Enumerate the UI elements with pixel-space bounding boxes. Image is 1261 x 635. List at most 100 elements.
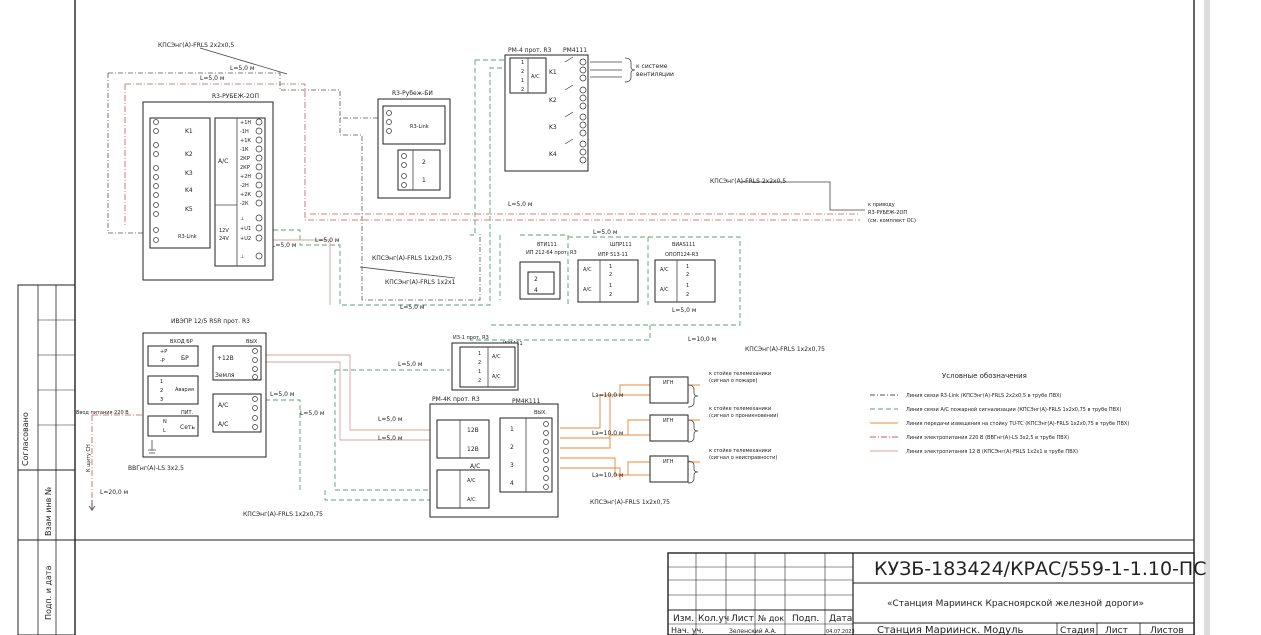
svg-text:1: 1 xyxy=(686,264,689,270)
rm4-ac: А/С xyxy=(531,74,540,80)
svg-text:2: 2 xyxy=(686,272,689,278)
len-2: L=5,0 м xyxy=(200,75,224,82)
rubezh-2op-relay-4: K4 xyxy=(185,187,193,194)
rubezh-2op-power: 12V xyxy=(219,228,229,234)
tb-kol: Кол.уч xyxy=(698,614,729,624)
rm4-term-2: 2 xyxy=(521,69,524,75)
ign-2-title: ИГН xyxy=(663,418,674,424)
cable-label-8: КПСЭнг(А)-FRLS 1х2х0,75 xyxy=(590,499,670,506)
len-15: L=20,0 м xyxy=(100,489,128,496)
ivepr-n: N xyxy=(163,419,167,425)
len-9: L=10,0 м xyxy=(688,336,716,343)
ip212-code: ВТИ111 xyxy=(537,242,557,248)
iz1-ac-2: А/С xyxy=(492,374,501,380)
rm4-term-3: 1 xyxy=(521,78,524,84)
svg-text:+U2: +U2 xyxy=(240,236,251,242)
tb-listov: Листов xyxy=(1150,626,1184,635)
svg-text:2: 2 xyxy=(478,378,481,384)
len-7: L=5,0 м xyxy=(593,229,617,236)
tb-date: 04.07.2023 xyxy=(826,629,855,635)
rm4-term-1: 1 xyxy=(521,60,524,66)
svg-text:1: 1 xyxy=(609,264,612,270)
svg-text:-2Н: -2Н xyxy=(240,183,249,189)
svg-text:2: 2 xyxy=(609,272,612,278)
cable-label-6: ВВГнг(А)-LS 3х2,5 xyxy=(128,465,184,472)
svg-text:2: 2 xyxy=(478,360,481,366)
rubezh-2op-relay-3: K3 xyxy=(185,170,193,177)
svg-text:⊥: ⊥ xyxy=(240,216,244,222)
rubezh-2op-relay-2: K2 xyxy=(185,151,193,158)
ivepr-alarm: Авария xyxy=(175,387,194,393)
rm4k-code: РМ4К111 xyxy=(512,398,541,405)
legend-item-3: Линия передачи извещения на стойку ТU-TC… xyxy=(906,420,1129,427)
opop-ac-1: А/С xyxy=(660,267,669,273)
target-tm-fault-1: к стойке телемеханики xyxy=(709,447,771,454)
cable-runs xyxy=(91,59,865,510)
len-1: L=5,0 м xyxy=(230,65,254,72)
tb-list: Лист xyxy=(731,614,754,624)
svg-text:+1К: +1К xyxy=(240,138,251,144)
rm4k-out-3: 3 xyxy=(510,462,514,469)
rubezh-2op-title: R3-РУБЕЖ-2ОП xyxy=(212,93,259,100)
device-iz1: ИЗ-1 прот. R3 ИЗ1111 12 12 А/С А/С xyxy=(451,335,523,391)
bi-n2: 2 xyxy=(422,159,426,166)
len-16: Lэ=10,0 м xyxy=(592,392,623,399)
opop-code: ВИАS111 xyxy=(672,242,695,248)
len-10: L=5,0 м xyxy=(398,361,422,368)
svg-text:+2К: +2К xyxy=(240,192,251,198)
target-tm-fault-2: (сигнал о неисправности) xyxy=(709,455,777,461)
bi-terminals xyxy=(386,110,407,188)
legend-item-1: Линия связи R3-Link (КПСЭнг(А)-FRLS 2х2х… xyxy=(906,393,1062,399)
cable-label-7: КПСЭнг(А)-FRLS 1х2х0,75 xyxy=(243,511,323,518)
rm4k-ac-1: А/С xyxy=(467,478,476,484)
svg-text:+1Н: +1Н xyxy=(240,120,251,126)
tb-person: Зеленский А.А. xyxy=(729,628,777,635)
rubezh-2op-terminal-labels: +1Н -1Н +1К -1К 2КР 2КР +2Н -2Н +2К -2К … xyxy=(240,120,251,260)
ivepr-title: ИВЭПР 12/5 RSR прот. R3 xyxy=(171,318,250,325)
svg-text:+U1: +U1 xyxy=(240,226,251,232)
legend-item-5: Линия электропитания 12 В (КПСЭнг(А)-FRL… xyxy=(906,449,1078,455)
rm4k-ac-head: А/С xyxy=(470,463,480,470)
legend-item-2: Линия связи А/С пожарной сигнализации (К… xyxy=(906,406,1121,413)
input-220-label: Ввод питания 220 В xyxy=(76,410,129,416)
device-ivepr: ИВЭПР 12/5 RSR прот. R3 ВХОД БР +Р -Р БР… xyxy=(76,318,267,512)
rm4k-terminals xyxy=(543,421,549,490)
len-11: L=5,0 м xyxy=(270,391,294,398)
len-12: L=5,0 м xyxy=(300,410,324,417)
svg-text:+2Н: +2Н xyxy=(240,174,251,180)
iz1-ac-1: А/С xyxy=(492,354,501,360)
ivepr-minus-r: -Р xyxy=(160,358,165,364)
side-label-agreed: Согласовано xyxy=(21,412,30,466)
device-rubezh-bi: R3-Рубеж-БИ R3-Link 2 1 xyxy=(377,90,451,199)
len-14: L=5,0 м xyxy=(378,435,402,442)
rm4k-out-4: 4 xyxy=(510,480,514,487)
rm4k-out-2: 2 xyxy=(510,444,514,451)
tb-podp: Подп. xyxy=(792,614,819,624)
len-18: Lэ=10,0 м xyxy=(592,472,623,479)
device-rm4k: РМ-4К прот. R3 РМ4К111 ВЫХ. 12В 12В А/С … xyxy=(429,396,559,518)
len-5: L=5,0 м xyxy=(272,242,296,249)
device-rm4: РМ-4 прот. R3 РМ4111 1 2 1 2 А/С K1 K2 K… xyxy=(504,47,674,172)
cable-label-2: КПСЭнг(А)-FRLS 2х2х0,5 xyxy=(710,178,786,185)
target-privod-3: (см. комплект ОС) xyxy=(868,218,916,224)
ign-blocks: ИГН ИГН ИГН к стойке телемеханики (сигна… xyxy=(649,370,779,484)
ivepr-term-3: 3 xyxy=(160,397,163,403)
tb-list-2: Лист xyxy=(1105,626,1128,635)
svg-text:2: 2 xyxy=(686,292,689,298)
drawing-frame: Согласовано Взам инв № Подп. и дата xyxy=(17,0,1210,635)
rm4-term-4: 2 xyxy=(521,87,524,93)
side-label-sign: Подп. и дата xyxy=(44,565,53,620)
svg-text:2КР: 2КР xyxy=(240,156,250,162)
target-privod-1: к приводу xyxy=(868,202,895,208)
rm4k-12v-2: 12В xyxy=(467,446,479,453)
ivepr-ac-2: А/С xyxy=(218,421,228,428)
cable-labels: КПСЭнг(А)-FRLS 2х2х0,5 L=5,0 м L=5,0 м К… xyxy=(100,42,916,518)
svg-text:-1К: -1К xyxy=(240,147,249,153)
legend-item-4: Линия электропитания 220 В (ВВГнг(А)-LS … xyxy=(906,435,1069,441)
target-tm-fire-1: к стойке телемеханики xyxy=(709,370,771,377)
rubezh-2op-relay-1: K1 xyxy=(185,128,193,135)
rm4-title: РМ-4 прот. R3 xyxy=(508,47,552,54)
rm4-relay-4: K4 xyxy=(549,151,557,158)
rm4-code: РМ4111 xyxy=(563,47,587,54)
